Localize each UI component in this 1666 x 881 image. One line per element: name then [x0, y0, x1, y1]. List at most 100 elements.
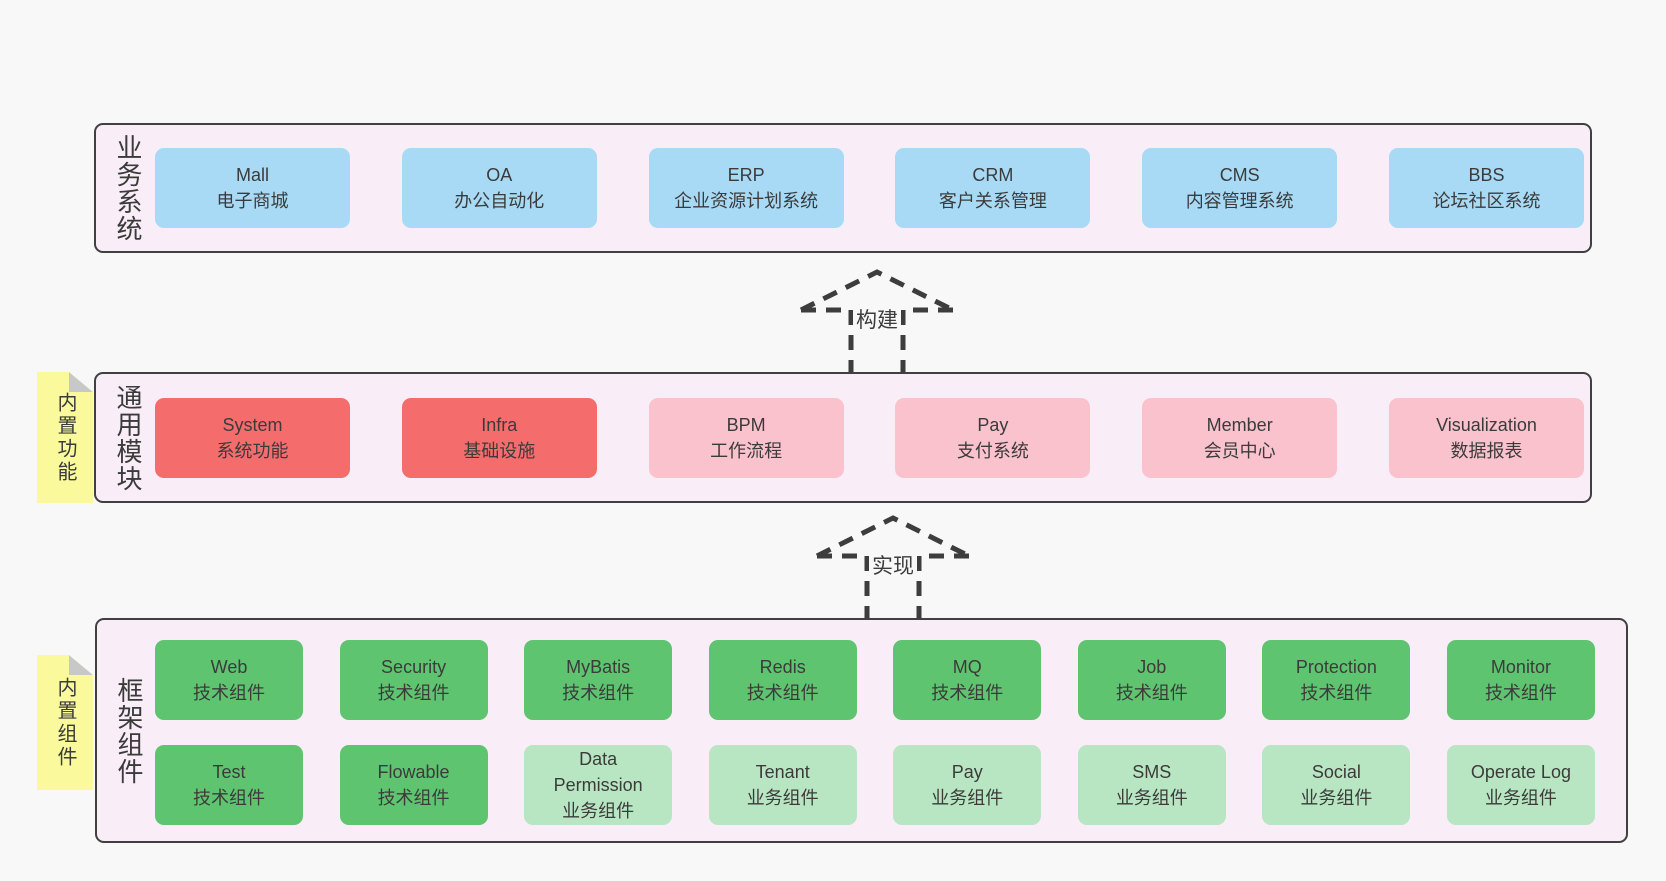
business-systems-row: Mall 电子商城 OA 办公自动化 ERP 企业资源计划系统 CRM 客户关系管理 CMS 内容… — [155, 125, 1584, 251]
box-subtitle: 支付系统 — [956, 440, 1029, 461]
box-cms: CMS 内容管理系统 — [1142, 148, 1338, 228]
box-title: Security — [381, 657, 447, 677]
arrow-build: 构建 — [797, 268, 957, 372]
box-pay: Pay 业务组件 — [893, 745, 1042, 825]
box-subtitle: 技术组件 — [931, 683, 1004, 703]
box-member: Member 会员中心 — [1142, 397, 1338, 478]
box-subtitle: 客户关系管理 — [938, 191, 1047, 211]
box-subtitle: 技术组件 — [1300, 683, 1373, 703]
section-label-framework-components: 框架组件 — [114, 676, 144, 785]
box-title: Monitor — [1490, 657, 1551, 677]
box-flowable: Flowable 技术组件 — [339, 745, 488, 825]
box-title: CMS — [1219, 165, 1260, 185]
box-title: OA — [486, 165, 513, 185]
box-subtitle: 业务组件 — [562, 801, 635, 821]
section-business-systems: 业务系统 Mall 电子商城 OA 办公自动化 ERP 企业资源计划系统 CRM 客户关系管理… — [94, 123, 1592, 253]
box-subtitle: 内容管理系统 — [1185, 191, 1294, 211]
box-title: CRM — [972, 165, 1014, 185]
box-title: Redis — [759, 657, 806, 677]
arrow-up-icon — [815, 515, 971, 618]
box-mq: MQ 技术组件 — [893, 640, 1042, 720]
box-title: Pay — [951, 762, 983, 782]
box-subtitle: 业务组件 — [746, 788, 819, 808]
box-subtitle: 工作流程 — [710, 440, 783, 461]
box-visualization: Visualization 数据报表 — [1388, 397, 1584, 478]
arrow-implement-label: 实现 — [869, 550, 917, 580]
box-subtitle: 业务组件 — [1300, 788, 1373, 808]
sticky-built-in-features-label: 内置功能 — [54, 391, 76, 484]
box-subtitle: 系统功能 — [216, 440, 289, 461]
box-title: Operate Log — [1470, 762, 1571, 782]
box-subtitle: 技术组件 — [562, 683, 635, 703]
box-title: Social — [1311, 762, 1361, 782]
box-erp: ERP 企业资源计划系统 — [648, 148, 844, 228]
arrow-implement: 实现 — [813, 514, 973, 618]
box-bpm: BPM 工作流程 — [648, 397, 844, 478]
box-system: System 系统功能 — [155, 397, 350, 478]
box-title: ERP — [727, 165, 765, 185]
box-infra: Infra 基础设施 — [401, 397, 597, 478]
box-title: Tenant — [755, 762, 810, 782]
box-subtitle: 数据报表 — [1450, 440, 1523, 461]
box-monitor: Monitor 技术组件 — [1446, 640, 1595, 720]
box-title: BBS — [1468, 165, 1505, 185]
box-subtitle: 企业资源计划系统 — [674, 191, 819, 211]
box-subtitle: 业务组件 — [1484, 788, 1557, 808]
box-title: SMS — [1132, 762, 1172, 782]
box-web: Web 技术组件 — [155, 640, 303, 720]
box-subtitle: 业务组件 — [931, 788, 1004, 808]
sticky-built-in-components-label: 内置组件 — [54, 676, 76, 769]
box-subtitle: 技术组件 — [1115, 683, 1188, 703]
box-title: MQ — [952, 657, 982, 677]
box-operate-log: Operate Log 业务组件 — [1446, 745, 1595, 825]
box-title: BPM — [726, 414, 766, 435]
box-title: Test — [212, 762, 246, 782]
box-tenant: Tenant 业务组件 — [708, 745, 857, 825]
sticky-note-built-in-features: 内置功能 — [37, 372, 93, 503]
box-title: Pay — [977, 414, 1009, 435]
box-subtitle: 基础设施 — [463, 440, 536, 461]
box-title: Visualization — [1436, 414, 1537, 435]
box-mall: Mall 电子商城 — [155, 148, 350, 228]
sticky-note-built-in-components: 内置组件 — [37, 655, 93, 790]
box-crm: CRM 客户关系管理 — [895, 148, 1091, 228]
folded-corner-icon — [69, 655, 93, 675]
box-title: Job — [1137, 657, 1167, 677]
box-title: Flowable — [377, 762, 450, 782]
box-title: Mall — [235, 165, 269, 185]
box-subtitle: 办公自动化 — [454, 191, 545, 211]
box-subtitle: 会员中心 — [1203, 440, 1276, 461]
box-job: Job 技术组件 — [1077, 640, 1226, 720]
box-social: Social 业务组件 — [1262, 745, 1411, 825]
box-redis: Redis 技术组件 — [708, 640, 857, 720]
arrow-build-label: 构建 — [853, 304, 901, 334]
box-subtitle: 技术组件 — [377, 683, 450, 703]
section-label-business-systems: 业务系统 — [113, 134, 143, 242]
box-oa: OA 办公自动化 — [401, 148, 597, 228]
box-title: System — [222, 414, 283, 435]
box-subtitle: 电子商城 — [216, 191, 289, 211]
folded-corner-icon — [69, 372, 93, 392]
box-subtitle: 技术组件 — [193, 683, 265, 703]
arrow-up-icon — [799, 269, 955, 372]
box-title: Member — [1206, 414, 1273, 435]
box-subtitle: 技术组件 — [377, 788, 450, 808]
section-label-common-modules: 通用模块 — [113, 383, 143, 492]
box-security: Security 技术组件 — [339, 640, 488, 720]
box-subtitle: 技术组件 — [1484, 683, 1557, 703]
box-pay: Pay 支付系统 — [895, 397, 1091, 478]
box-title: Infra — [481, 414, 518, 435]
box-protection: Protection 技术组件 — [1262, 640, 1411, 720]
box-subtitle: 技术组件 — [746, 683, 819, 703]
box-title: Web — [210, 657, 248, 677]
box-title: Protection — [1295, 657, 1377, 677]
